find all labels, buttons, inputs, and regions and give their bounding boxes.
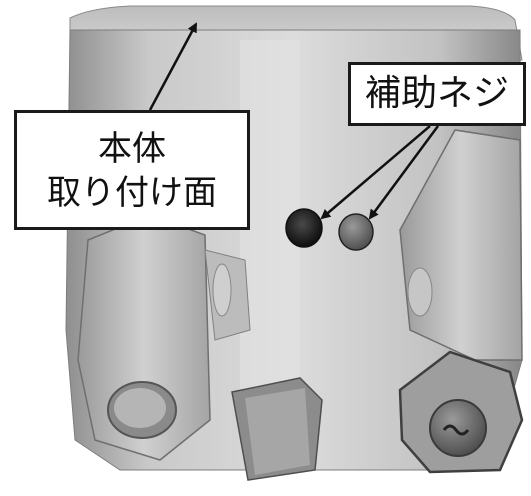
left-insert-face: [114, 388, 166, 428]
left-slot: [212, 263, 232, 317]
arrow-to-mount-face: [148, 22, 198, 111]
center-insert-edge: [245, 388, 310, 475]
callout-body-line1: 本体: [98, 129, 166, 169]
right-slot: [407, 267, 433, 317]
screw-hole-left: [285, 208, 323, 248]
arrow-to-screw-left: [320, 125, 431, 220]
right-insert-screw: [429, 399, 487, 457]
callout-body-mount-face: 本体 取り付け面: [14, 110, 250, 230]
callout-body-line2: 取り付け面: [47, 173, 217, 213]
screw-torx-recess: [442, 424, 470, 436]
callout-aux-screws-text: 補助ネジ: [364, 73, 509, 114]
callout-aux-screws: 補助ネジ: [348, 62, 526, 126]
screw-hole-right: [338, 213, 374, 251]
arrow-to-screw-right: [368, 125, 440, 220]
